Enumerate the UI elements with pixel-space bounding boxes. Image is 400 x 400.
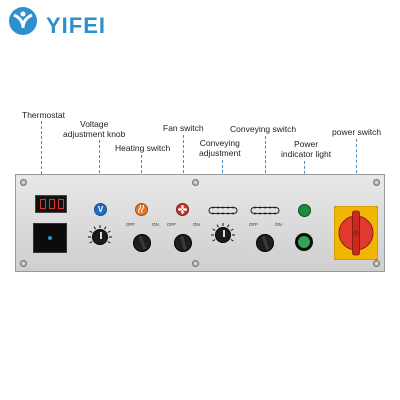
conveying-off-label: OFF xyxy=(249,222,258,227)
voltage-knob-cap xyxy=(92,229,108,245)
power-indicator-button[interactable] xyxy=(295,233,313,251)
thermostat-led xyxy=(48,236,52,240)
heating-off-label: OFF xyxy=(126,222,135,227)
conveying-adjustment-label: Conveying adjustment xyxy=(199,138,241,158)
control-panel: V OFF ON OFF ON xyxy=(15,174,385,272)
screw xyxy=(373,179,380,186)
screw xyxy=(373,260,380,267)
display-digit xyxy=(58,199,64,209)
conveying-adj-line1: Conveying xyxy=(199,138,240,148)
voltage-knob-label: Voltage adjustment knob xyxy=(63,119,125,139)
conveying-adj-line2: adjustment xyxy=(199,148,241,158)
power-switch-lead-line xyxy=(356,139,357,204)
heating-switch-label: Heating switch xyxy=(115,143,171,153)
screw xyxy=(20,179,27,186)
voltage-label-line2: adjustment knob xyxy=(63,129,126,139)
heating-on-label: ON xyxy=(152,222,159,227)
voltage-lead-line xyxy=(99,140,100,203)
switch-handle xyxy=(261,235,270,251)
conveying-knob-cap xyxy=(215,227,231,243)
fan-icon xyxy=(176,203,189,216)
fan-on-label: ON xyxy=(193,222,200,227)
power-indicator-label: Power indicator light xyxy=(281,139,331,159)
heating-switch[interactable] xyxy=(133,234,151,252)
switch-handle xyxy=(180,235,187,251)
yifei-logo: YIFEI xyxy=(8,6,128,38)
thermostat-display xyxy=(35,195,67,213)
power-indicator-light xyxy=(298,204,311,217)
conveying-switch-lead-line xyxy=(265,136,266,202)
conveying-on-label: ON xyxy=(275,222,282,227)
conveying-adjustment-knob[interactable] xyxy=(210,222,236,248)
green-lens xyxy=(298,236,310,248)
conveyor-chain-icon xyxy=(208,206,238,215)
voltage-knob[interactable] xyxy=(87,224,113,250)
knob-indicator xyxy=(223,230,225,237)
fan-off-label: OFF xyxy=(167,222,176,227)
thermostat-touch-panel[interactable] xyxy=(33,223,67,253)
screw xyxy=(192,179,199,186)
power-switch-label: power switch xyxy=(332,127,382,137)
conveyor-chain-icon xyxy=(250,206,280,215)
switch-handle xyxy=(138,235,147,251)
voltage-scale-icon xyxy=(88,225,112,244)
power-ind-line1: Power xyxy=(294,139,319,149)
screw xyxy=(20,260,27,267)
fan-lead-line xyxy=(183,135,184,203)
power-switch[interactable] xyxy=(334,206,378,260)
conveying-scale-icon xyxy=(211,223,235,242)
thermostat-label: Thermostat xyxy=(22,110,65,120)
conveying-switch-label: Conveying switch xyxy=(230,124,297,134)
voltage-label-line1: Voltage xyxy=(80,119,109,129)
fan-switch[interactable] xyxy=(174,234,192,252)
conveying-switch[interactable] xyxy=(256,234,274,252)
power-ind-line2: indicator light xyxy=(281,149,332,159)
heating-icon xyxy=(135,203,148,216)
voltage-icon: V xyxy=(94,203,107,216)
display-digit xyxy=(49,199,55,209)
screw xyxy=(192,260,199,267)
brand-name: YIFEI xyxy=(46,13,107,38)
display-digit xyxy=(40,199,46,209)
fan-switch-label: Fan switch xyxy=(163,123,204,133)
yifei-logo-icon xyxy=(9,7,37,35)
knob-indicator xyxy=(100,232,102,239)
